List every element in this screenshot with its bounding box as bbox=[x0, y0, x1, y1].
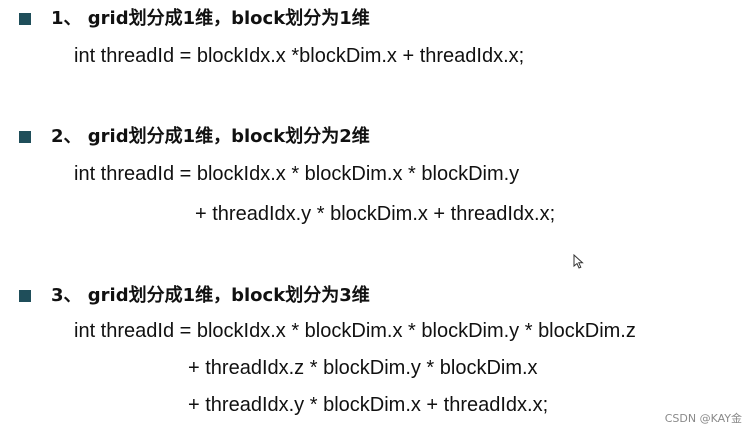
section-3-heading: 3、 grid划分成1维，block划分为3维 bbox=[51, 285, 370, 306]
watermark: CSDN @KAY金 bbox=[664, 412, 742, 425]
section-3-line-3: + threadIdx.y * blockDim.x + threadIdx.x… bbox=[188, 394, 549, 416]
section-2-line-2: + threadIdx.y * blockDim.x + threadIdx.x… bbox=[195, 203, 556, 225]
section-2-line-1: int threadId = blockIdx.x * blockDim.x *… bbox=[74, 163, 520, 185]
section-2-heading: 2、 grid划分成1维，block划分为2维 bbox=[51, 126, 370, 147]
mouse-pointer-icon bbox=[573, 254, 584, 269]
square-bullet-icon bbox=[19, 131, 31, 143]
section-1-line-1: int threadId = blockIdx.x *blockDim.x + … bbox=[74, 45, 525, 67]
square-bullet-icon bbox=[19, 13, 31, 25]
square-bullet-icon bbox=[19, 290, 31, 302]
section-1-heading: 1、 grid划分成1维，block划分为1维 bbox=[51, 8, 370, 29]
section-3-line-2: + threadIdx.z * blockDim.y * blockDim.x bbox=[188, 357, 538, 379]
section-3-line-1: int threadId = blockIdx.x * blockDim.x *… bbox=[74, 320, 636, 342]
